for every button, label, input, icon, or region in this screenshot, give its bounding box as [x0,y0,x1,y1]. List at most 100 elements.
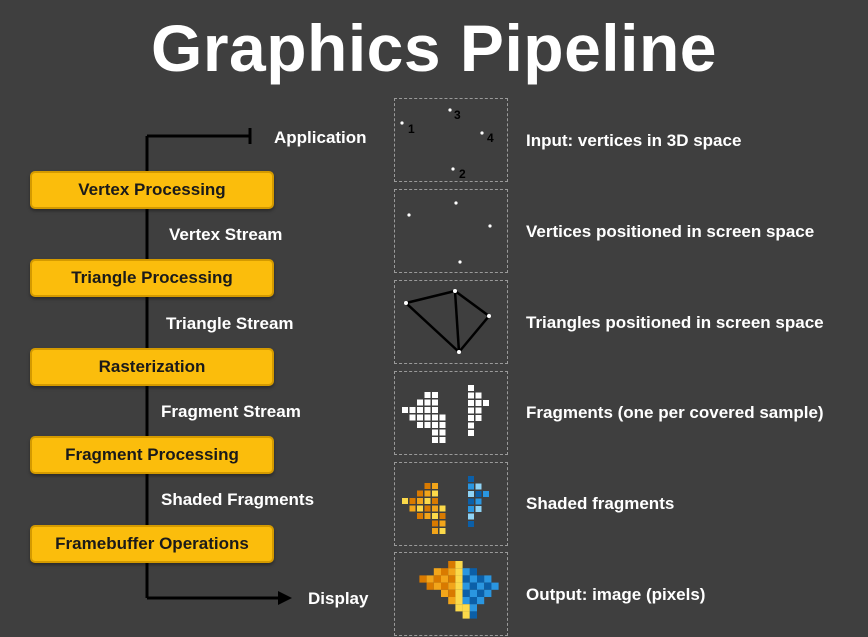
output-pixel [441,589,449,597]
display-arrowhead [278,591,292,605]
output-pixel [441,582,449,590]
fragment-cell [424,392,431,398]
output-pixel [484,589,492,597]
fragment-cell [402,407,408,413]
fragment-cell [439,422,446,428]
shaded-fragment-cell [475,498,482,505]
shaded-fragment-cell [468,506,474,512]
fragment-cell [475,415,482,421]
output-pixel [462,575,470,583]
output-pixel [455,604,463,612]
output-pixel [469,568,477,576]
output-pixel [448,575,456,583]
fragment-cell [432,429,438,436]
output-pixel [426,582,434,590]
output-pixel [455,561,463,569]
triangle-vertex-3 [453,289,457,293]
shaded-fragment-cell [439,513,446,519]
screen-point-2 [458,260,462,264]
fragment-cell [468,422,474,429]
output-pixel [477,597,485,605]
output-pixel [448,582,456,590]
fragment-cell [424,414,431,421]
fragment-cell [417,399,423,406]
output-pixel [448,597,456,605]
output-pixel [433,582,441,590]
fragment-cell [432,414,438,421]
output-pixel [469,589,477,597]
stream-triangle: Triangle Stream [166,314,294,333]
display-label: Display [308,589,369,608]
shaded-fragment-cell [409,498,416,504]
shaded-fragment-cell [475,506,482,512]
fragment-cell [475,400,482,406]
output-pixel [455,582,463,590]
desc-input: Input: vertices in 3D space [526,131,742,150]
output-pixel [455,597,463,605]
panel-triangles [394,280,508,364]
page-title: Graphics Pipeline [150,11,718,85]
output-pixel [441,568,449,576]
shaded-fragment-cell [468,513,474,520]
stage-framebuffer-operations: Framebuffer Operations [30,525,274,563]
fragment-cell [483,400,489,406]
panel-screen-vertices [394,189,508,273]
vertex-label-3: 3 [454,108,461,122]
panel-input-vertices: 1 2 3 4 [394,98,508,182]
fragment-cell [409,407,416,413]
stream-shaded-fragments: Shaded Fragments [161,490,315,509]
vertex-point-3 [448,108,452,112]
fragment-cell [468,385,474,391]
output-pixel [484,582,492,590]
shaded-fragment-cell [432,490,438,497]
output-pixel [477,575,485,583]
shaded-fragment-cell [475,491,482,497]
panel-output-image [394,552,508,636]
fragment-cell [432,422,438,428]
shaded-fragment-cell [439,528,446,534]
triangle-vertex-1 [404,301,408,305]
shaded-fragment-cell [483,491,489,497]
vertex-label-2: 2 [459,167,466,181]
output-pixel [462,604,470,612]
shaded-fragment-cell [402,498,408,504]
shaded-fragment-cell [432,498,438,504]
vertex-label-1: 1 [408,122,415,136]
output-pixel [448,561,456,569]
shaded-fragment-cell [468,521,474,527]
screen-point-4 [488,224,492,228]
stage-triangle-processing: Triangle Processing [30,259,274,297]
shaded-fragment-cell [432,528,438,534]
output-pixel [477,589,485,597]
output-pixel [455,568,463,576]
stage-vertex-processing: Vertex Processing [30,171,274,209]
vertex-label-4: 4 [487,131,494,145]
triangle-vertex-4 [487,314,491,318]
fragment-cell [424,399,431,406]
fragment-cell [439,429,446,436]
fragment-cell [475,407,482,414]
shaded-fragment-cell [409,505,416,512]
shaded-fragment-cell [468,498,474,505]
output-pixel [462,611,470,619]
fragment-cell [432,437,438,443]
output-pixel [462,597,470,605]
output-pixel [441,575,449,583]
fragment-cell [417,407,423,413]
shaded-fragment-cell [468,491,474,497]
application-label: Application [274,128,367,147]
screen-point-1 [407,213,411,217]
output-pixel [448,589,456,597]
stage-fragment-processing: Fragment Processing [30,436,274,474]
shaded-fragment-cell [432,483,438,489]
output-pixel [462,582,470,590]
shaded-fragment-cell [432,505,438,512]
triangle-vertex-2 [457,350,461,354]
shaded-fragment-cell [424,483,431,489]
fragment-cell [409,414,416,421]
shaded-fragment-cell [417,498,423,504]
fragment-cell [424,422,431,428]
fragment-cell [432,392,438,398]
shaded-fragment-cell [417,490,423,497]
